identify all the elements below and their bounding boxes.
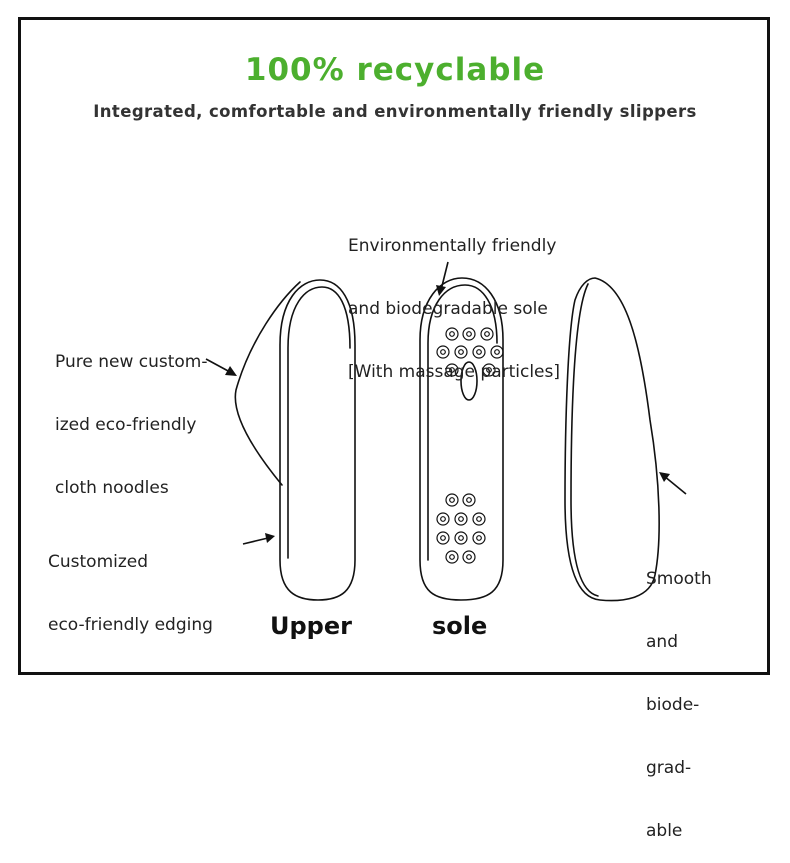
massage-particle-icon <box>445 550 459 564</box>
arrow-icon <box>436 261 449 296</box>
massage-particle-icon <box>454 345 468 359</box>
cloth-callout-line: cloth noodles <box>55 478 169 498</box>
side-slipper-inner <box>570 283 599 597</box>
massage-particle-icon <box>445 327 459 341</box>
massage-particle-icon <box>462 493 476 507</box>
sole-callout-line: Environmentally friendly <box>348 236 557 256</box>
edging-callout: Customized eco-friendly edging <box>48 510 213 657</box>
smooth-callout: Smooth and biode- grad- able <box>646 527 712 863</box>
massage-particle-icon <box>472 531 486 545</box>
sole-callout: Environmentally friendly and biodegradab… <box>348 194 560 404</box>
edging-callout-line: Customized <box>48 552 149 572</box>
arrow-icon <box>659 472 687 495</box>
smooth-callout-line: grad- <box>646 758 692 778</box>
arrow-icon <box>205 358 237 376</box>
massage-particle-icon <box>454 512 468 526</box>
massage-particle-icon <box>482 363 496 377</box>
massage-particle-icon <box>445 363 459 377</box>
edging-callout-line: eco-friendly edging <box>48 615 213 635</box>
upper-slipper-cloth <box>234 281 301 486</box>
upper-slipper <box>234 279 356 601</box>
massage-particle-icon <box>436 531 450 545</box>
sole-callout-line: and biodegradable sole <box>348 299 548 319</box>
massage-particle-icon <box>490 345 504 359</box>
massage-particle-icon <box>472 512 486 526</box>
upper-slipper-outline <box>279 279 356 601</box>
smooth-callout-line: biode- <box>646 695 700 715</box>
cloth-callout: Pure new custom- ized eco-friendly cloth… <box>55 310 208 520</box>
sole-callout-line: [With massage particles] <box>348 362 561 382</box>
cloth-callout-line: ized eco-friendly <box>55 415 197 435</box>
upper-caption: Upper <box>270 612 352 640</box>
smooth-callout-line: Smooth <box>646 569 712 589</box>
sole-inner <box>427 284 498 561</box>
sole-caption: sole <box>432 612 488 640</box>
massage-particle-icon <box>454 531 468 545</box>
smooth-callout-line: able <box>646 821 683 841</box>
diagram-frame <box>18 17 770 675</box>
massage-particle-icon <box>480 327 494 341</box>
massage-particle-icon <box>462 550 476 564</box>
smooth-callout-line: and <box>646 632 678 652</box>
massage-particle-icon <box>436 512 450 526</box>
massage-particle-icon <box>472 345 486 359</box>
arrow-icon <box>242 533 275 545</box>
massage-particle-icon <box>462 327 476 341</box>
upper-slipper-inner <box>287 286 351 559</box>
side-slipper <box>564 277 660 602</box>
page-subtitle: Integrated, comfortable and environmenta… <box>93 102 697 121</box>
page-title: 100% recyclable <box>244 52 546 88</box>
side-slipper-outline <box>564 277 660 602</box>
massage-particle-icon <box>436 345 450 359</box>
slipper-illustration <box>205 261 687 602</box>
massage-particle-icon <box>445 493 459 507</box>
massage-particles <box>436 327 504 564</box>
sole-center-oval <box>460 361 478 401</box>
cloth-callout-line: Pure new custom- <box>55 352 208 372</box>
